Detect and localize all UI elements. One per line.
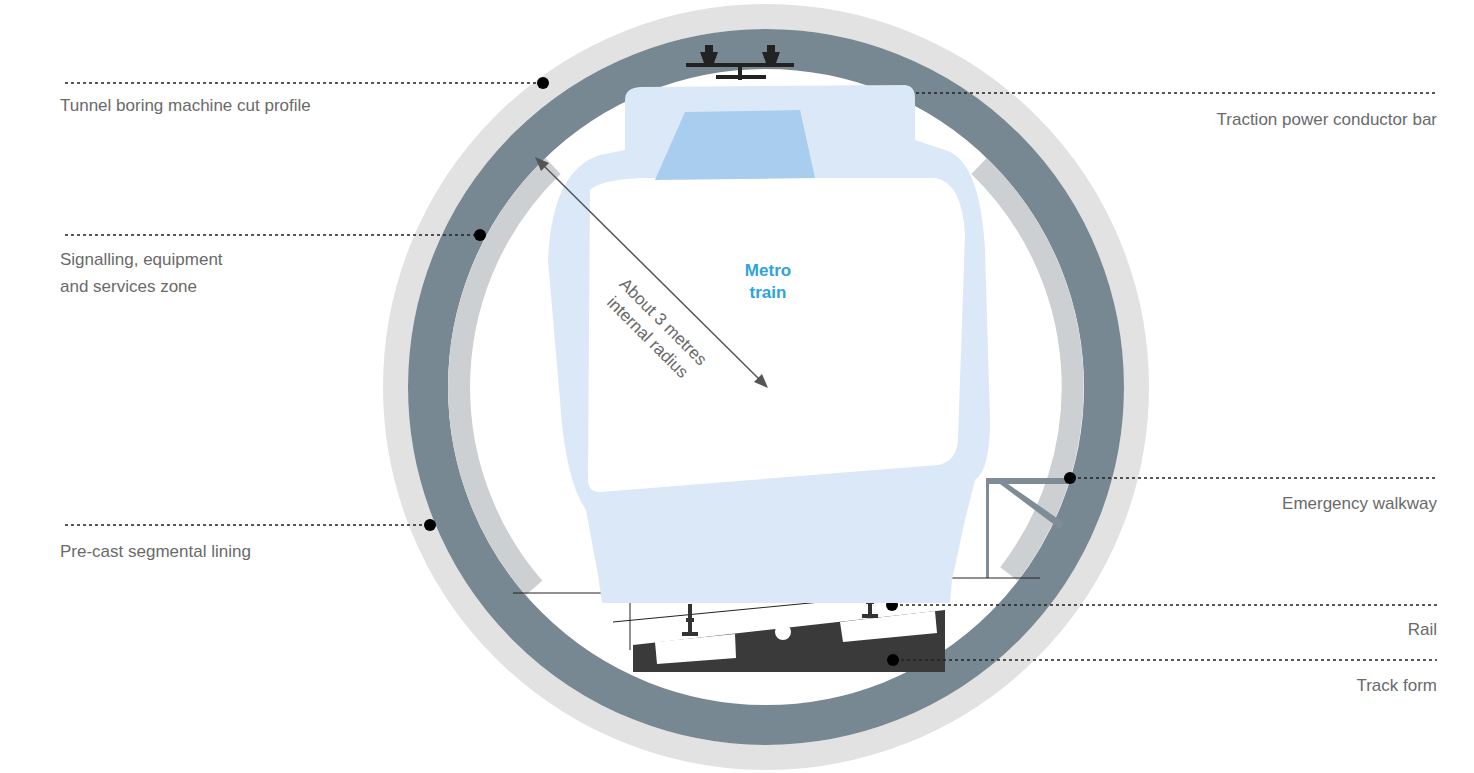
emergency-walkway (986, 478, 1074, 578)
cut-profile-ring (396, 17, 1137, 758)
callout-label: Pre-cast segmental lining (60, 538, 251, 565)
conductor-bar (686, 45, 794, 80)
train-part (535, 157, 549, 171)
train-part (754, 374, 768, 388)
train-outline (528, 80, 1000, 610)
callout-label: Rail (1408, 616, 1437, 643)
segmental-lining-ring (428, 49, 1104, 725)
callout-label: Signalling, equipment and services zone (60, 246, 250, 300)
leader-lines (65, 83, 1437, 660)
services-zone-left (459, 166, 553, 588)
train-part (640, 585, 910, 603)
train-part (548, 85, 990, 603)
services-zone-right (979, 166, 1073, 574)
train-part (655, 110, 815, 180)
train-shape: Metro train (528, 80, 1000, 610)
train-label: Metro train (738, 260, 798, 304)
callout-label: Tunnel boring machine cut profile (60, 92, 311, 119)
callout-label: Emergency walkway (1282, 490, 1437, 517)
callout-label: Track form (1356, 672, 1437, 699)
track-form (513, 578, 1040, 672)
callout-label: Traction power conductor bar (1217, 106, 1437, 133)
leader-dots (424, 77, 1076, 666)
train-part (588, 178, 965, 492)
